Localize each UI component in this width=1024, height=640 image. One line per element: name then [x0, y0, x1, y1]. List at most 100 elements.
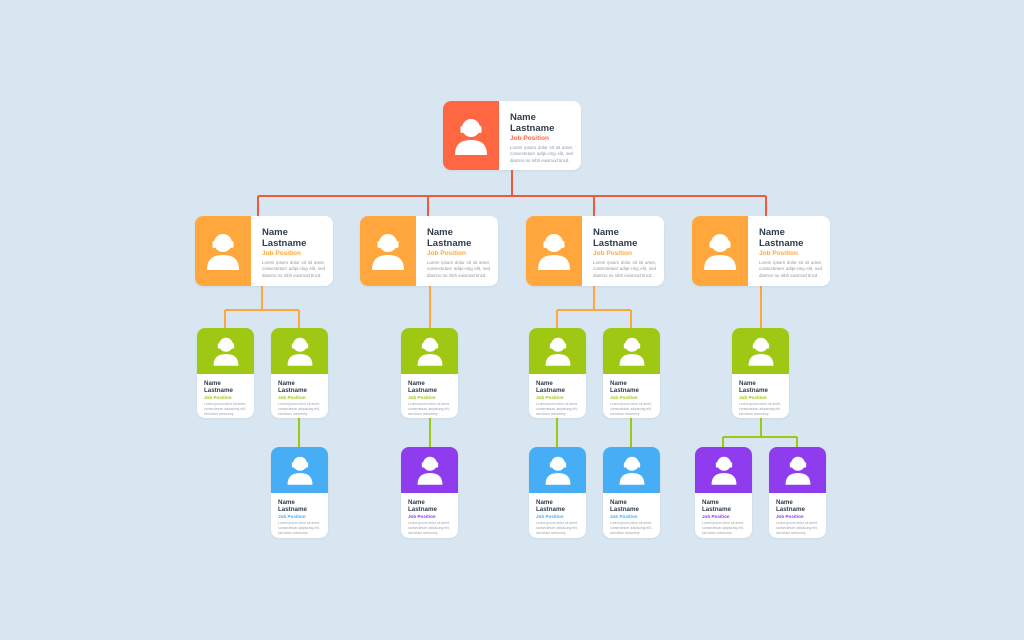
manager-card-4[interactable]: Name Lastname Job Position Lorem ipsum d…: [692, 216, 830, 286]
staff-photo: [732, 328, 789, 374]
junior-card-1[interactable]: Name Lastname Job Position Lorem ipsum d…: [271, 447, 328, 538]
manager-photo: [526, 216, 582, 286]
staff-text: Name Lastname Job Position Lorem ipsum d…: [603, 374, 660, 418]
junior-card-6[interactable]: Name Lastname Job Position Lorem ipsum d…: [769, 447, 826, 538]
person-name: Name Lastname: [610, 499, 639, 513]
job-position: Job Position: [702, 514, 730, 519]
junior-text: Name Lastname Job Position Lorem ipsum d…: [271, 493, 328, 538]
job-position: Job Position: [759, 250, 798, 257]
person-icon: [748, 337, 773, 366]
staff-card-4[interactable]: Name Lastname Job Position Lorem ipsum d…: [529, 328, 586, 418]
staff-photo: [197, 328, 254, 374]
person-icon: [207, 234, 239, 270]
junior-photo: [769, 447, 826, 493]
job-position: Job Position: [610, 395, 638, 400]
ceo-card[interactable]: Name Lastname Job Position Lorem ipsum d…: [443, 101, 581, 170]
manager-photo: [195, 216, 251, 286]
ceo-photo: [443, 101, 499, 170]
person-name: Name Lastname: [510, 112, 555, 134]
person-name: Name Lastname: [702, 499, 731, 513]
description: Lorem ipsum dolor sit amet, consectetuer…: [536, 402, 578, 416]
person-name: Name Lastname: [408, 499, 437, 513]
junior-photo: [603, 447, 660, 493]
manager-photo: [692, 216, 748, 286]
description: Lorem ipsum dolor sit amet, consectetuer…: [204, 402, 246, 416]
person-icon: [372, 234, 404, 270]
junior-card-4[interactable]: Name Lastname Job Position Lorem ipsum d…: [603, 447, 660, 538]
manager-card-3[interactable]: Name Lastname Job Position Lorem ipsum d…: [526, 216, 664, 286]
person-name: Name Lastname: [427, 227, 472, 249]
staff-photo: [603, 328, 660, 374]
junior-text: Name Lastname Job Position Lorem ipsum d…: [401, 493, 458, 538]
staff-connectors: [298, 418, 798, 447]
person-icon: [455, 118, 487, 155]
manager-connectors: [224, 286, 762, 328]
description: Lorem ipsum dolor sit amet, consectetuer…: [610, 521, 652, 535]
person-name: Name Lastname: [610, 380, 639, 394]
person-icon: [619, 337, 644, 366]
person-icon: [711, 456, 736, 485]
junior-photo: [695, 447, 752, 493]
job-position: Job Position: [204, 395, 232, 400]
description: Lorem ipsum dolor sit amet, consectetuer…: [702, 521, 744, 535]
job-position: Job Position: [610, 514, 638, 519]
manager-card-1[interactable]: Name Lastname Job Position Lorem ipsum d…: [195, 216, 333, 286]
junior-card-5[interactable]: Name Lastname Job Position Lorem ipsum d…: [695, 447, 752, 538]
person-icon: [417, 337, 442, 366]
manager-photo: [360, 216, 416, 286]
manager-text: Name Lastname Job Position Lorem ipsum d…: [748, 216, 830, 286]
ceo-connector: [257, 170, 767, 216]
person-name: Name Lastname: [536, 380, 565, 394]
job-position: Job Position: [536, 514, 564, 519]
description: Lorem ipsum dolor sit amet, consectetuer…: [278, 402, 320, 416]
description: Lorem ipsum dolor sit sit amet, consecte…: [262, 260, 325, 278]
person-name: Name Lastname: [278, 499, 307, 513]
person-name: Name Lastname: [262, 227, 307, 249]
job-position: Job Position: [593, 250, 632, 257]
staff-card-6[interactable]: Name Lastname Job Position Lorem ipsum d…: [732, 328, 789, 418]
staff-card-3[interactable]: Name Lastname Job Position Lorem ipsum d…: [401, 328, 458, 418]
person-name: Name Lastname: [776, 499, 805, 513]
junior-text: Name Lastname Job Position Lorem ipsum d…: [529, 493, 586, 538]
job-position: Job Position: [278, 395, 306, 400]
person-icon: [545, 456, 570, 485]
person-name: Name Lastname: [739, 380, 768, 394]
manager-card-2[interactable]: Name Lastname Job Position Lorem ipsum d…: [360, 216, 498, 286]
job-position: Job Position: [408, 514, 436, 519]
description: Lorem ipsum dolor sit amet, consectetuer…: [408, 521, 450, 535]
junior-photo: [529, 447, 586, 493]
junior-card-3[interactable]: Name Lastname Job Position Lorem ipsum d…: [529, 447, 586, 538]
staff-text: Name Lastname Job Position Lorem ipsum d…: [197, 374, 254, 418]
junior-text: Name Lastname Job Position Lorem ipsum d…: [769, 493, 826, 538]
description: Lorem ipsum dolor sit amet, consectetuer…: [408, 402, 450, 416]
job-position: Job Position: [427, 250, 466, 257]
person-icon: [213, 337, 238, 366]
staff-card-1[interactable]: Name Lastname Job Position Lorem ipsum d…: [197, 328, 254, 418]
person-name: Name Lastname: [408, 380, 437, 394]
staff-text: Name Lastname Job Position Lorem ipsum d…: [271, 374, 328, 418]
staff-photo: [401, 328, 458, 374]
description: Lorem ipsum dolor sit sit amet, consecte…: [593, 260, 656, 278]
job-position: Job Position: [408, 395, 436, 400]
junior-text: Name Lastname Job Position Lorem ipsum d…: [603, 493, 660, 538]
person-icon: [287, 456, 312, 485]
staff-card-2[interactable]: Name Lastname Job Position Lorem ipsum d…: [271, 328, 328, 418]
staff-card-5[interactable]: Name Lastname Job Position Lorem ipsum d…: [603, 328, 660, 418]
junior-text: Name Lastname Job Position Lorem ipsum d…: [695, 493, 752, 538]
staff-photo: [529, 328, 586, 374]
job-position: Job Position: [262, 250, 301, 257]
junior-card-2[interactable]: Name Lastname Job Position Lorem ipsum d…: [401, 447, 458, 538]
person-icon: [704, 234, 736, 270]
person-icon: [785, 456, 810, 485]
job-position: Job Position: [536, 395, 564, 400]
description: Lorem ipsum dolor sit amet, consectetuer…: [739, 402, 781, 416]
job-position: Job Position: [510, 135, 549, 142]
manager-text: Name Lastname Job Position Lorem ipsum d…: [416, 216, 498, 286]
description: Lorem ipsum dolor sit sit amet, consecte…: [510, 145, 573, 163]
person-icon: [287, 337, 312, 366]
person-name: Name Lastname: [593, 227, 638, 249]
staff-text: Name Lastname Job Position Lorem ipsum d…: [732, 374, 789, 418]
person-name: Name Lastname: [204, 380, 233, 394]
staff-text: Name Lastname Job Position Lorem ipsum d…: [401, 374, 458, 418]
